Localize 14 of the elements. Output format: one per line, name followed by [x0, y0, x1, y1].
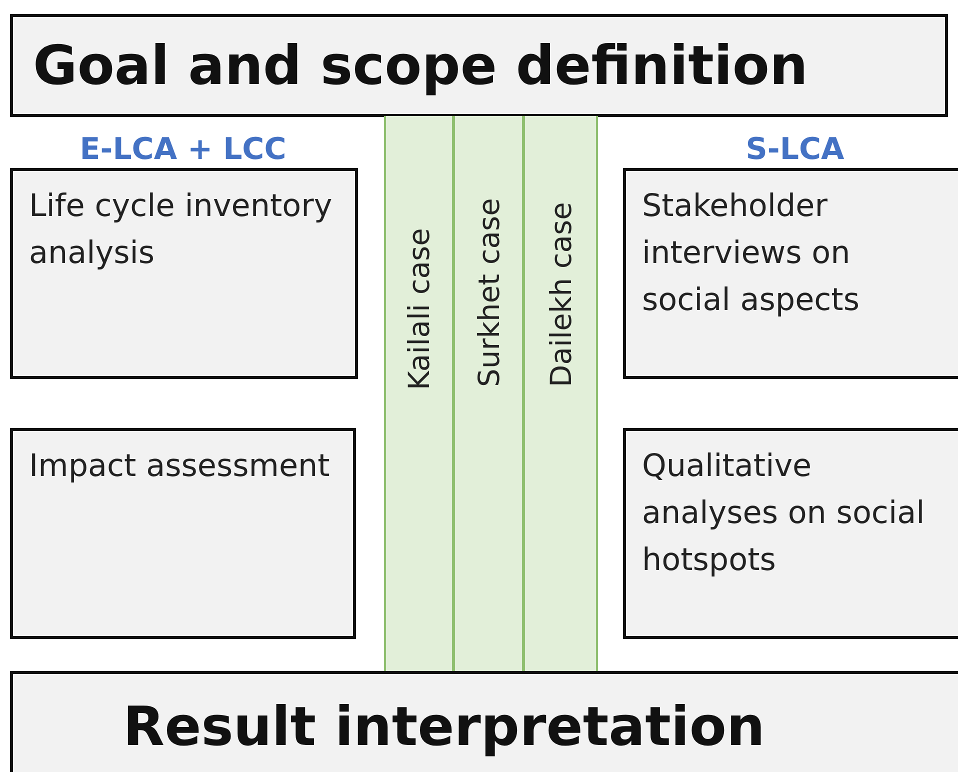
title-box: Result interpretation — [10, 671, 958, 772]
case-label: Dailekh case — [544, 202, 578, 388]
process-box: Impact assessment — [10, 428, 356, 639]
case-label: Surkhet case — [472, 198, 506, 387]
title-box: Goal and scope definition — [10, 14, 948, 117]
process-box: Life cycle inventory analysis — [10, 168, 358, 379]
process-box: Qualitative analyses on social hotspots — [623, 428, 958, 639]
case-band — [384, 116, 454, 672]
process-box: Stakeholder interviews on social aspects — [623, 168, 958, 379]
case-band — [453, 116, 524, 672]
case-band — [523, 116, 598, 672]
case-label: Kailali case — [402, 228, 436, 390]
column-heading: E-LCA + LCC — [78, 132, 288, 167]
column-heading: S-LCA — [744, 132, 846, 167]
